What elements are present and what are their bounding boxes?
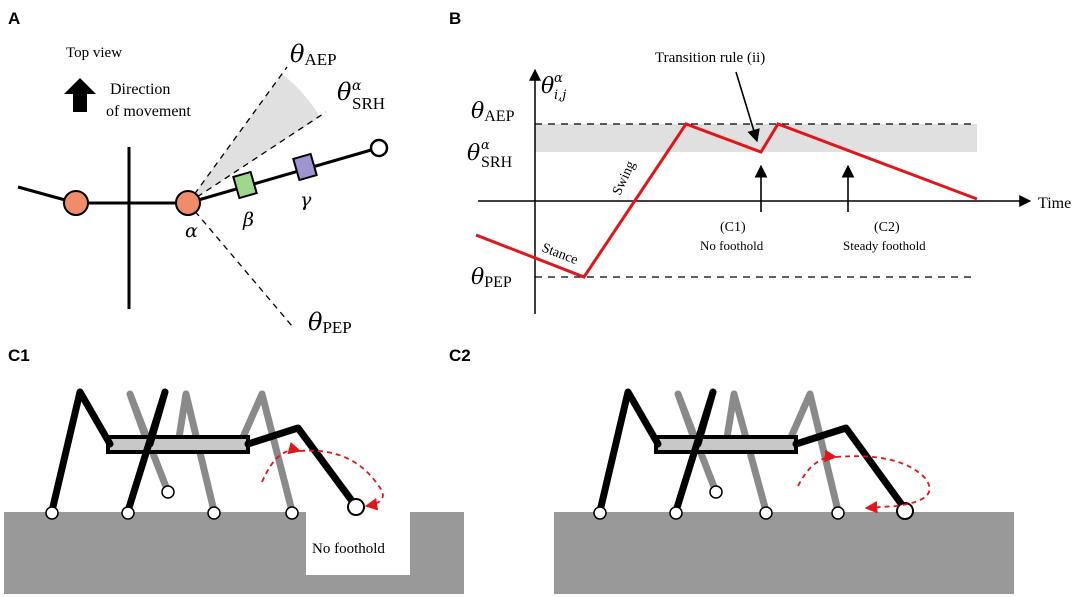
foot-c2-1 <box>593 506 607 520</box>
gamma-label: γ <box>300 189 312 211</box>
direction-label-1: Direction <box>110 81 170 98</box>
ghost-legs-c2 <box>674 390 842 515</box>
srh-wedge <box>188 74 320 203</box>
ghost-legs-c1 <box>126 390 296 515</box>
transition-rule-label: Transition rule (ii) <box>655 50 765 66</box>
joint-angle-trace <box>475 122 978 279</box>
direction-arrow-icon <box>64 78 96 112</box>
b-theta-pep-label: θPEP <box>471 265 512 291</box>
y-axis-sup: α <box>554 71 563 86</box>
foot-tip <box>369 138 389 158</box>
theta-srh-symbol: θ <box>337 78 352 106</box>
y-axis-theta: θ <box>541 74 554 99</box>
c1-label: (C1) <box>720 220 746 235</box>
panel-b: B θ α i,j θAEP θ α SRH θPEP Time Swing S… <box>449 9 1071 314</box>
swing-arrow-c2-a <box>797 449 838 487</box>
srh-line <box>187 111 327 204</box>
panel-label-b: B <box>449 9 461 28</box>
time-label: Time <box>1038 195 1071 212</box>
foot-c1-5 <box>347 498 365 516</box>
foot-c2-2 <box>669 506 683 520</box>
robot-body-c2 <box>654 435 798 454</box>
swing-arrow-c1-b <box>299 449 384 511</box>
beta-label: β <box>242 209 254 231</box>
foot-c1-4 <box>285 506 299 520</box>
active-legs-c2 <box>596 388 909 515</box>
gamma-joint <box>292 152 318 182</box>
ground-c1 <box>4 512 464 594</box>
swing-label: Swing <box>610 159 639 198</box>
top-view-label: Top view <box>66 45 122 61</box>
theta-pep-label: θPEP <box>308 308 352 337</box>
foot-c2-4 <box>831 506 845 520</box>
b-theta-srh-sub: SRH <box>481 154 513 171</box>
ghost-foot <box>161 485 175 499</box>
b-theta-srh-sup: α <box>481 138 490 153</box>
theta-aep-label: θAEP <box>290 40 337 69</box>
c2-note: Steady foothold <box>843 238 926 253</box>
left-joint <box>63 190 89 216</box>
active-legs-c1 <box>48 388 359 515</box>
foot-c1-1 <box>45 506 59 520</box>
no-foothold-label: No foothold <box>312 541 385 557</box>
b-theta-aep-label: θAEP <box>471 99 515 125</box>
panel-label-c1: C1 <box>8 346 30 365</box>
foot-c2-5 <box>896 502 914 520</box>
c2-label: (C2) <box>874 220 900 235</box>
robot-body-c1 <box>106 435 250 454</box>
transition-arrow <box>735 71 760 143</box>
theta-srh-sup: α <box>352 78 362 94</box>
alpha-label: α <box>185 220 198 242</box>
direction-label-2: of movement <box>106 103 191 120</box>
foot-c1-3 <box>207 506 221 520</box>
swing-arrow-c2-b <box>835 455 931 514</box>
panel-c2: C2 <box>449 346 1014 594</box>
c1-note: No foothold <box>700 238 764 253</box>
ghost-foot-c2 <box>709 485 723 499</box>
y-axis-sub: i,j <box>554 88 566 103</box>
theta-srh-sub: SRH <box>352 94 385 113</box>
b-theta-srh-symbol: θ <box>467 141 480 166</box>
alpha-joint <box>175 190 201 216</box>
beta-joint <box>232 170 258 200</box>
panel-a: A Top view Direction of movement α β γ θ… <box>8 9 389 337</box>
swing-arrow-c1-a <box>261 441 302 483</box>
stance-label: Stance <box>540 241 580 268</box>
panel-c1: C1 No foothold <box>4 346 464 594</box>
foot-c2-3 <box>759 506 773 520</box>
leg-segment <box>187 146 379 205</box>
ground-c2 <box>554 512 1014 594</box>
panel-label-a: A <box>8 9 20 28</box>
pep-line <box>187 202 293 327</box>
panel-label-c2: C2 <box>449 346 471 365</box>
foot-c1-2 <box>121 506 135 520</box>
